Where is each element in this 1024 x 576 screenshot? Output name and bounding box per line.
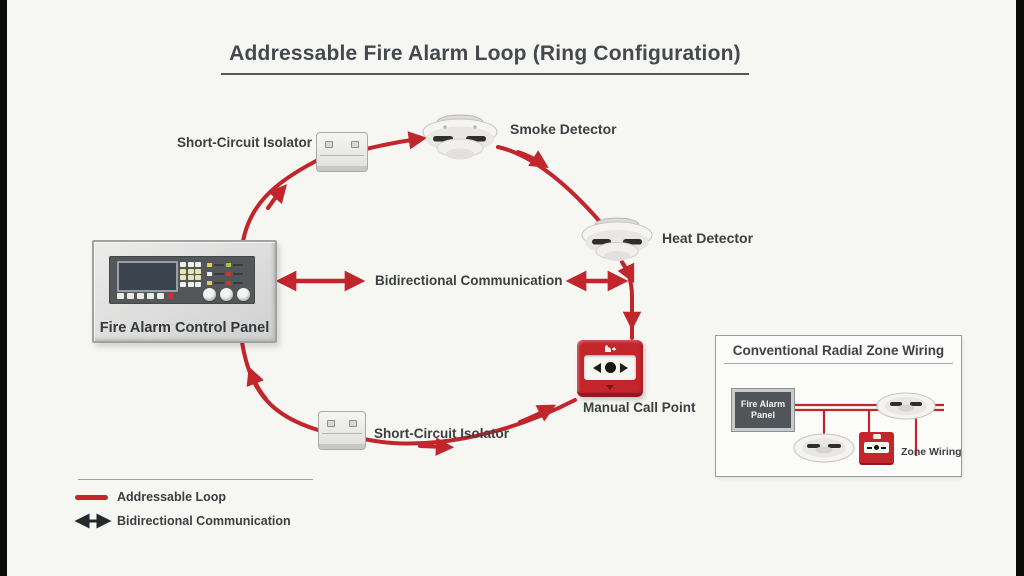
left-arrow-glyph <box>592 362 601 373</box>
smoke-detector-icon <box>422 114 498 160</box>
inset-fire-alarm-panel: Fire Alarm Panel <box>731 388 795 432</box>
panel-lcd-display <box>117 261 178 292</box>
panel-control-knobs <box>203 288 250 301</box>
loop-arrow-down-1 <box>617 262 635 284</box>
flame-icon <box>605 345 617 352</box>
page-title: Addressable Fire Alarm Loop (Ring Config… <box>0 42 970 75</box>
letterbox-left <box>0 0 7 576</box>
flame-icon <box>872 434 881 439</box>
control-panel-label: Fire Alarm Control Panel <box>99 320 270 336</box>
loop-arc-isolator-to-panel <box>240 340 320 432</box>
legend-bidirectional-label: Bidirectional Communication <box>117 514 291 528</box>
inset-wiring-graphic <box>793 392 944 463</box>
call-point-glass <box>584 355 636 380</box>
heat-detector-icon <box>581 217 653 261</box>
panel-function-buttons <box>117 293 174 299</box>
inset-zone-wiring-label: Zone Wiring <box>901 446 962 458</box>
press-dot <box>604 362 616 373</box>
label-isolator-top: Short-Circuit Isolator <box>176 135 312 150</box>
inset-manual-call-point <box>859 432 894 465</box>
loop-arrow-bottom-right-2 <box>518 404 557 424</box>
panel-led-row-2 <box>207 272 243 276</box>
short-circuit-isolator-bottom <box>318 411 366 450</box>
inset-smoke-detector-bottom <box>793 433 855 463</box>
reset-marker <box>606 385 614 390</box>
addressable-loop-ring <box>240 131 642 456</box>
fire-alarm-control-panel: Fire Alarm Control Panel <box>92 240 277 343</box>
label-heat-detector: Heat Detector <box>662 230 754 246</box>
loop-arrow-top-right <box>516 150 549 168</box>
panel-keypad <box>180 262 204 287</box>
inset-call-point-glass <box>864 442 889 453</box>
manual-call-point <box>577 340 643 397</box>
loop-arrow-bottom-left <box>246 366 268 401</box>
isolator-groove <box>322 433 362 435</box>
isolator-base <box>319 444 365 449</box>
panel-faceplate <box>109 256 255 304</box>
isolator-terminal <box>327 420 335 427</box>
isolator-terminal <box>325 141 333 148</box>
inset-conventional-radial-zone-wiring: Conventional Radial Zone Wiring <box>715 335 962 477</box>
isolator-base <box>317 166 367 171</box>
right-arrow-glyph <box>619 362 628 373</box>
short-circuit-isolator-top <box>316 132 368 172</box>
loop-arc-isolator-to-smoke <box>360 131 428 152</box>
label-smoke-detector: Smoke Detector <box>510 121 617 137</box>
inset-smoke-detector-top <box>876 392 936 420</box>
letterbox-right <box>1016 0 1024 576</box>
legend-divider <box>78 479 313 480</box>
isolator-terminal <box>351 141 359 148</box>
loop-arc-panel-to-top-isolator <box>241 159 318 243</box>
isolator-groove <box>320 155 364 157</box>
inset-title-rule <box>724 363 953 364</box>
label-bidirectional: Bidirectional Communication <box>375 273 563 288</box>
label-manual-call-point: Manual Call Point <box>583 400 696 415</box>
page-title-text: Addressable Fire Alarm Loop (Ring Config… <box>221 42 749 75</box>
panel-led-row-1 <box>207 263 243 267</box>
panel-led-row-3 <box>207 281 243 285</box>
loop-arc-smoke-to-heat <box>496 145 603 225</box>
loop-arrow-up-left <box>266 184 288 210</box>
legend-red-line-swatch <box>75 495 108 500</box>
legend-addressable-loop-label: Addressable Loop <box>117 490 227 504</box>
isolator-terminal <box>349 420 357 427</box>
inset-title: Conventional Radial Zone Wiring <box>732 343 945 358</box>
loop-arrow-bottom-right-1 <box>418 437 455 456</box>
label-isolator-bottom: Short-Circuit Isolator <box>374 426 510 441</box>
